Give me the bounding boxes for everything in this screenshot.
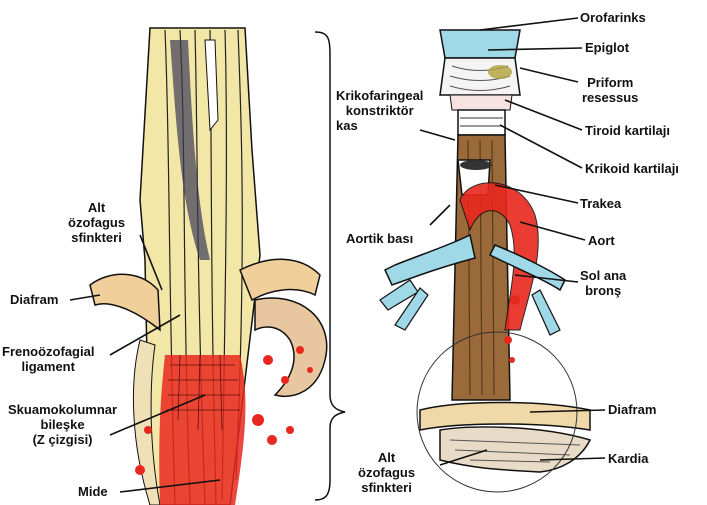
label-mide: Mide (78, 484, 108, 499)
label-line: Priform (587, 75, 634, 90)
left-esophagus-figure (89, 27, 346, 505)
label-line: resessus (582, 90, 639, 105)
label-frenoozofagial: Frenoözofagial ligament (2, 344, 94, 374)
label-line: Skuamokolumnar (8, 402, 118, 417)
label-aort: Aort (588, 233, 615, 248)
label-line: sfinkteri (71, 230, 122, 245)
label-alt-ozofagus-sfinkteri-left: Alt özofagus sfinkteri (68, 200, 125, 245)
label-line: Sol ana (580, 268, 627, 283)
label-tiroid-kartilaji: Tiroid kartilajı (585, 123, 671, 138)
label-line: Alt (87, 200, 106, 215)
label-line: sfinkteri (361, 480, 412, 495)
label-line: (Z çizgisi) (32, 432, 93, 447)
label-epiglot: Epiglot (585, 40, 630, 55)
label-line: özofagus (68, 215, 126, 230)
leader-lines (69, 17, 606, 493)
label-krikoid-kartilaji: Krikoid kartilajı (585, 161, 679, 176)
label-line: Alt (377, 450, 396, 465)
label-line: özofagus (358, 465, 416, 480)
label-line: Frenoözofagial (2, 344, 95, 359)
label-line: bronş (585, 283, 622, 298)
label-aortik-basi: Aortik bası (346, 231, 414, 246)
label-orofarinks: Orofarinks (580, 10, 646, 25)
label-kardia: Kardia (608, 451, 649, 466)
right-esophagus-figure (379, 29, 592, 493)
label-skuamokolumnar: Skuamokolumnar bileşke (Z çizgisi) (8, 402, 117, 447)
label-trakea: Trakea (580, 196, 622, 211)
label-priform-resessus: Priform resessus (582, 75, 638, 105)
label-line: kas (336, 118, 358, 133)
label-sol-ana-brons: Sol ana bronş (580, 268, 626, 298)
label-diafram-left: Diafram (10, 292, 59, 307)
label-line: bileşke (40, 417, 85, 432)
label-line: ligament (21, 359, 75, 374)
label-line: Krikofaringeal (336, 88, 424, 103)
label-diafram-right: Diafram (608, 402, 657, 417)
label-line: konstriktör (345, 103, 414, 118)
label-alt-ozofagus-sfinkteri-middle: Alt özofagus sfinkteri (358, 450, 415, 495)
label-krikofaringeal: Krikofaringeal konstriktör kas (336, 88, 423, 133)
